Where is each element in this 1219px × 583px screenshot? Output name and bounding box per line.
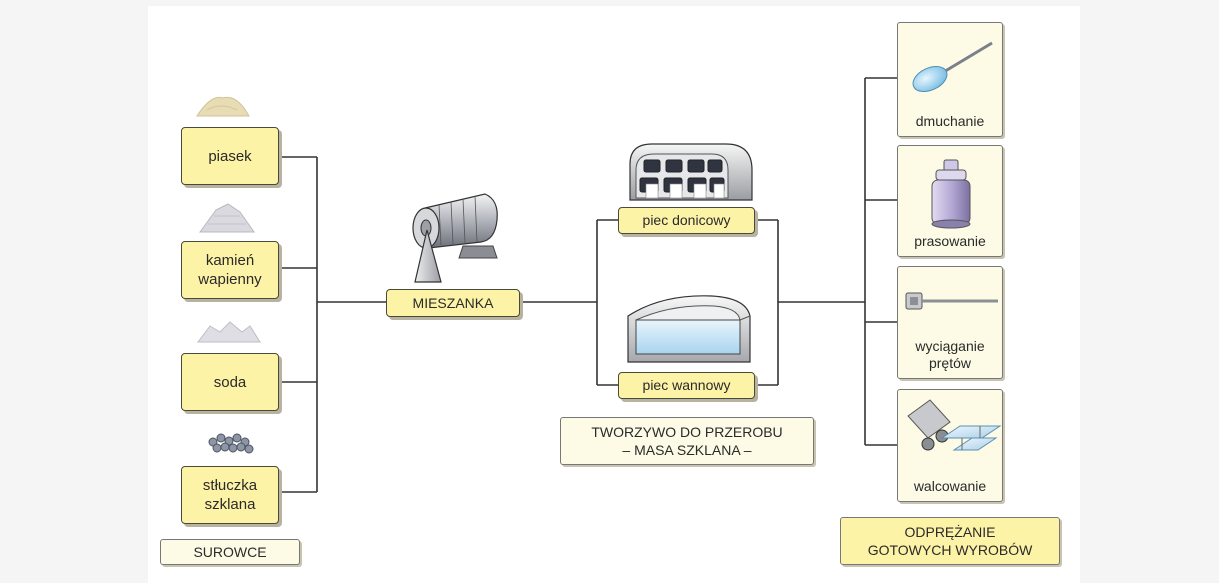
- raw-material-soda[interactable]: soda: [181, 353, 279, 411]
- glass-mass-caption: TWORZYWO DO PRZEROBU – MASA SZKLANA –: [560, 417, 814, 465]
- pot-furnace-icon: [629, 143, 753, 201]
- press-mold-icon: [931, 159, 971, 229]
- tank-furnace-label: piec wannowy: [642, 377, 731, 393]
- forming-blowing-label: dmuchanie: [915, 113, 985, 129]
- raw-material-label: piasek: [208, 147, 252, 165]
- rolling-mill-icon: [907, 399, 1002, 451]
- raw-material-label: soda: [213, 373, 247, 391]
- raw-material-kamien-wapienny[interactable]: kamień wapienny: [181, 241, 279, 299]
- raw-material-label: kamień wapienny: [198, 252, 262, 288]
- mixture-box[interactable]: MIESZANKA: [386, 289, 520, 317]
- raw-material-piasek[interactable]: piasek: [181, 127, 279, 185]
- raw-materials-caption: SUROWCE: [160, 539, 300, 565]
- forming-rolling-label: walcowanie: [913, 478, 987, 494]
- forming-rod-drawing-card[interactable]: wyciąganie prętów: [897, 266, 1003, 379]
- annealing-caption: ODPRĘŻANIE GOTOWYCH WYROBÓW: [840, 517, 1060, 565]
- pot-furnace-label: piec donicowy: [642, 212, 731, 228]
- raw-material-label: stłuczka szklana: [202, 477, 258, 513]
- sand-pile-icon: [196, 96, 250, 117]
- rod-drawing-icon: [905, 292, 998, 310]
- forming-blowing-card[interactable]: dmuchanie: [897, 22, 1003, 137]
- tank-furnace-box[interactable]: piec wannowy: [618, 372, 755, 399]
- forming-pressing-label: prasowanie: [914, 233, 986, 249]
- forming-pressing-card[interactable]: prasowanie: [897, 145, 1003, 257]
- forming-rolling-card[interactable]: walcowanie: [897, 389, 1003, 502]
- forming-rod-drawing-label: wyciąganie prętów: [915, 338, 985, 371]
- pot-furnace-box[interactable]: piec donicowy: [618, 207, 755, 234]
- glass-cullet-icon: [208, 433, 254, 454]
- tank-furnace-icon: [627, 295, 751, 363]
- drum-mixer-icon: [412, 193, 498, 283]
- mixture-label: MIESZANKA: [412, 294, 494, 311]
- blowpipe-icon: [912, 41, 993, 93]
- raw-material-stluczka-szklana[interactable]: stłuczka szklana: [181, 466, 279, 524]
- soda-pile-icon: [197, 321, 261, 343]
- limestone-pile-icon: [199, 203, 255, 233]
